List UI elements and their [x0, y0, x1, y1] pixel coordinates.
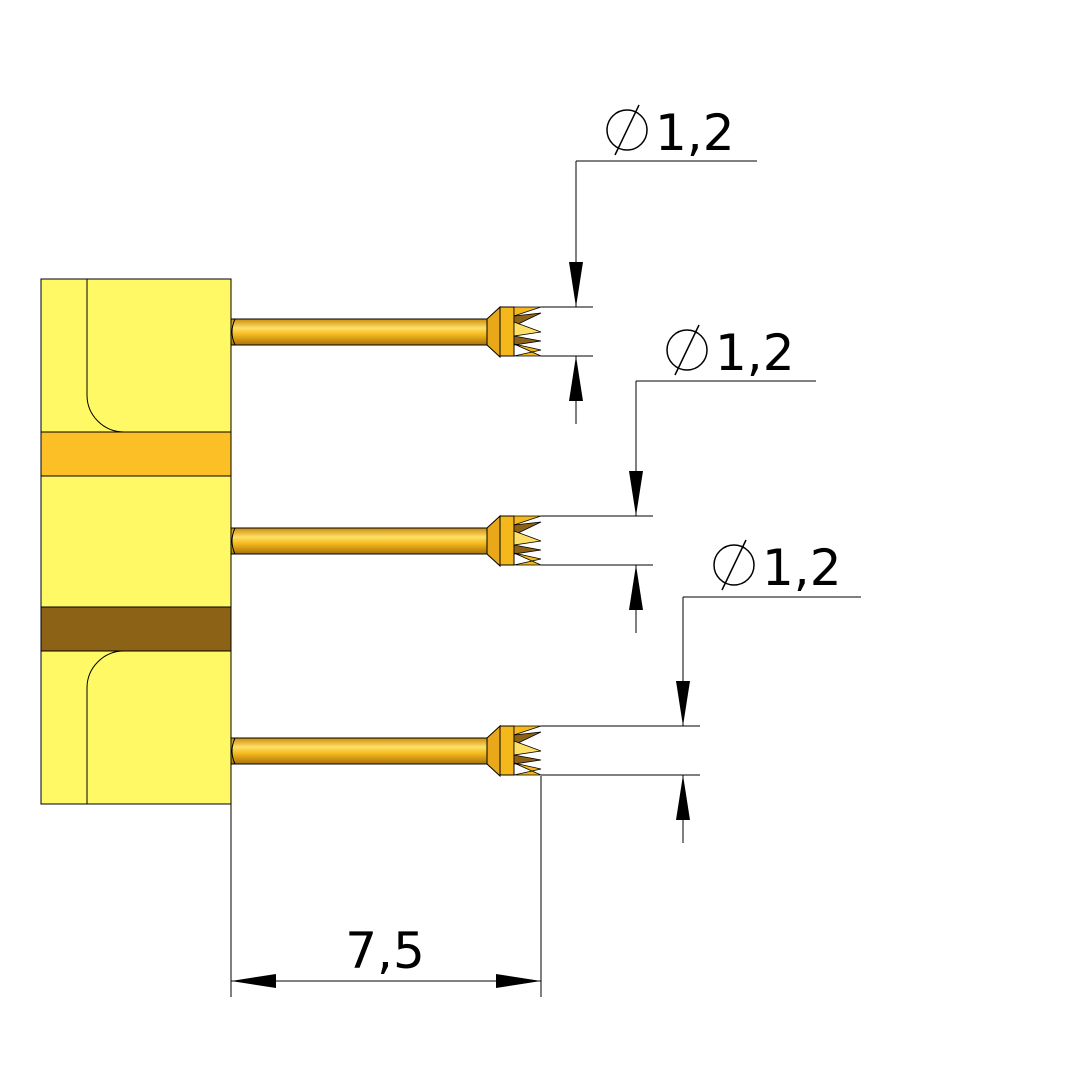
- crown-tip-icon: [499, 725, 542, 776]
- pin: [230, 724, 542, 778]
- length-dimension: 7,5: [230, 776, 542, 997]
- arrow-right-icon: [496, 974, 541, 988]
- orange-band: [40, 431, 232, 477]
- body-edge-bottom: [86, 650, 125, 804]
- crown-tip-icon: [499, 306, 542, 357]
- length-dimension-label: 7,5: [345, 922, 425, 980]
- diameter-symbol-icon: [713, 539, 755, 591]
- diameter-dimension: 1,2: [541, 324, 816, 633]
- pin: [230, 514, 542, 568]
- arrow-down-icon: [629, 471, 643, 516]
- diameter-label: 1,2: [655, 104, 735, 162]
- diameter-dimension: 1,2: [541, 104, 757, 424]
- arrow-up-icon: [569, 356, 583, 401]
- diameter-label: 1,2: [715, 324, 795, 382]
- pin-shaft: [230, 737, 488, 765]
- pin-head-cone: [486, 514, 501, 568]
- diameter-symbol-icon: [666, 324, 708, 376]
- pin-shaft: [230, 527, 488, 555]
- pin: [230, 305, 542, 359]
- arrow-up-icon: [629, 565, 643, 610]
- arrow-down-icon: [569, 262, 583, 307]
- crown-tip-icon: [499, 515, 542, 566]
- body-edge-top: [86, 279, 125, 433]
- pin-shaft: [230, 318, 488, 346]
- pin-head-cone: [486, 305, 501, 359]
- brown-band: [40, 606, 232, 652]
- arrow-down-icon: [676, 681, 690, 726]
- diameter-label: 1,2: [762, 539, 842, 597]
- diameter-symbol-icon: [606, 104, 648, 156]
- diameter-dimension: 1,2: [541, 539, 861, 843]
- pin-head-cone: [486, 724, 501, 778]
- arrow-up-icon: [676, 775, 690, 820]
- arrow-left-icon: [231, 974, 276, 988]
- connector-body: [40, 278, 232, 805]
